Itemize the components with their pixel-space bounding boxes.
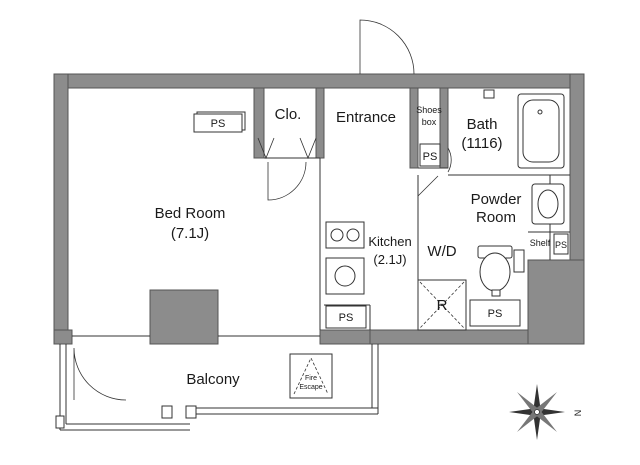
- ps-box: [469, 299, 521, 327]
- washer-dryer-label: W/D: [427, 243, 456, 260]
- kitchen-sink: [325, 257, 365, 295]
- kitchen-size: (2.1J): [373, 252, 406, 267]
- bedroom-label: Bed Room: [155, 205, 226, 222]
- fire-escape-hatch: [289, 353, 333, 399]
- doors: [73, 19, 452, 401]
- toilet: [477, 245, 513, 297]
- shoes-box-label-line2: box: [422, 117, 437, 127]
- ps-label: PS: [211, 118, 226, 130]
- powder-room-label-line1: Powder: [471, 191, 522, 208]
- ps-box: [553, 233, 569, 255]
- ps-label: PS: [488, 308, 503, 320]
- powder-room-label-line2: Room: [476, 209, 516, 226]
- bath-size: (1116): [461, 135, 502, 152]
- ps-box: [193, 113, 243, 133]
- bath-faucet: [483, 89, 495, 99]
- fire-escape-label-line1: Fire: [305, 375, 317, 382]
- balcony-label: Balcony: [186, 371, 240, 388]
- shoes-box-label-line1: Shoes: [416, 105, 442, 115]
- ps-box: [325, 305, 367, 329]
- entrance-label: Entrance: [336, 109, 396, 126]
- washbasin: [531, 183, 565, 225]
- kitchen-label: Kitchen: [368, 234, 411, 249]
- compass-north-label: N: [573, 410, 583, 417]
- ps-label: PS: [423, 151, 438, 163]
- bathtub: [517, 93, 565, 169]
- compass-rose: N: [509, 384, 583, 440]
- ps-label: PS: [339, 312, 354, 324]
- refrigerator-label: R: [437, 297, 448, 314]
- ps-box: [419, 143, 441, 167]
- shelf-label: Shelf: [530, 238, 551, 248]
- towel-bar: [513, 249, 525, 273]
- stove: [325, 221, 365, 249]
- refrigerator-space: [419, 281, 465, 329]
- fire-escape-label-line2: Escape: [299, 384, 322, 391]
- bath-label: Bath: [467, 116, 498, 133]
- closet-label: Clo.: [275, 106, 302, 123]
- bedroom-size: (7.1J): [171, 225, 209, 242]
- ps-label: PS: [555, 240, 567, 250]
- balcony-outline: [55, 344, 379, 431]
- pipe-space-boxes: [193, 113, 569, 329]
- exterior-walls: [53, 73, 585, 345]
